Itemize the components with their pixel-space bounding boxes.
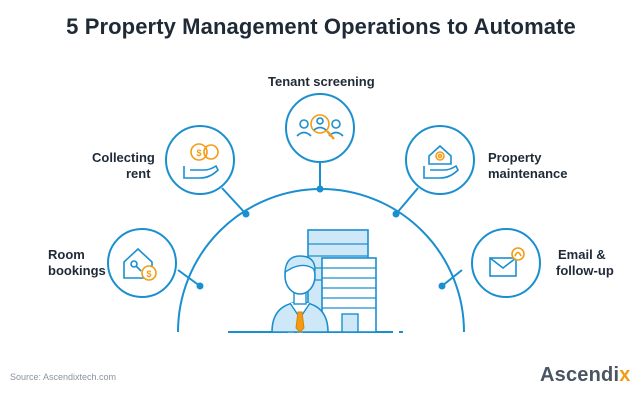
label-line: follow-up: [556, 263, 614, 278]
label-line: Room: [48, 247, 85, 262]
brand-logo: Ascendix: [540, 364, 631, 387]
connector-room-bookings: [177, 269, 201, 287]
connector-property-maintenance: [395, 187, 419, 215]
label-line: rent: [126, 166, 151, 181]
page-title: 5 Property Management Operations to Auto…: [66, 14, 576, 39]
label-property-maintenance: Property maintenance: [488, 150, 567, 182]
house-key-dollar-icon: $: [123, 247, 157, 281]
label-tenant-screening: Tenant screening: [268, 74, 375, 90]
envelope-notification-icon: [489, 247, 525, 277]
brand-name: Ascendi: [540, 364, 620, 386]
node-collecting-rent: $: [165, 125, 235, 195]
label-email-followup: Email & follow-up: [556, 247, 614, 279]
label-line: Email &: [558, 247, 606, 262]
arc-dot: [438, 282, 446, 290]
brand-accent: x: [619, 364, 631, 386]
node-email-followup: [471, 228, 541, 298]
svg-text:$: $: [146, 269, 151, 279]
arc-dot: [316, 185, 324, 193]
node-tenant-screening: [285, 93, 355, 163]
label-line: maintenance: [488, 166, 568, 181]
label-line: Collecting: [92, 150, 155, 165]
connector-collecting-rent: [221, 187, 247, 215]
manager-building-icon: [271, 229, 377, 333]
svg-text:$: $: [196, 148, 201, 158]
arc-dot: [392, 210, 400, 218]
label-line: Tenant screening: [268, 74, 375, 89]
node-room-bookings: $: [107, 228, 177, 298]
node-property-maintenance: [405, 125, 475, 195]
hand-coins-icon: $: [183, 143, 219, 179]
label-collecting-rent: Collecting rent: [92, 150, 155, 182]
hand-house-gear-icon: [423, 144, 459, 179]
source-note: Source: Ascendixtech.com: [10, 372, 117, 382]
arc-dot: [196, 282, 204, 290]
arc-dot: [242, 210, 250, 218]
label-line: bookings: [48, 263, 106, 278]
label-room-bookings: Room bookings: [48, 247, 106, 279]
label-line: Property: [488, 150, 542, 165]
connector-email-followup: [441, 269, 463, 287]
people-magnifier-icon: [296, 114, 344, 140]
